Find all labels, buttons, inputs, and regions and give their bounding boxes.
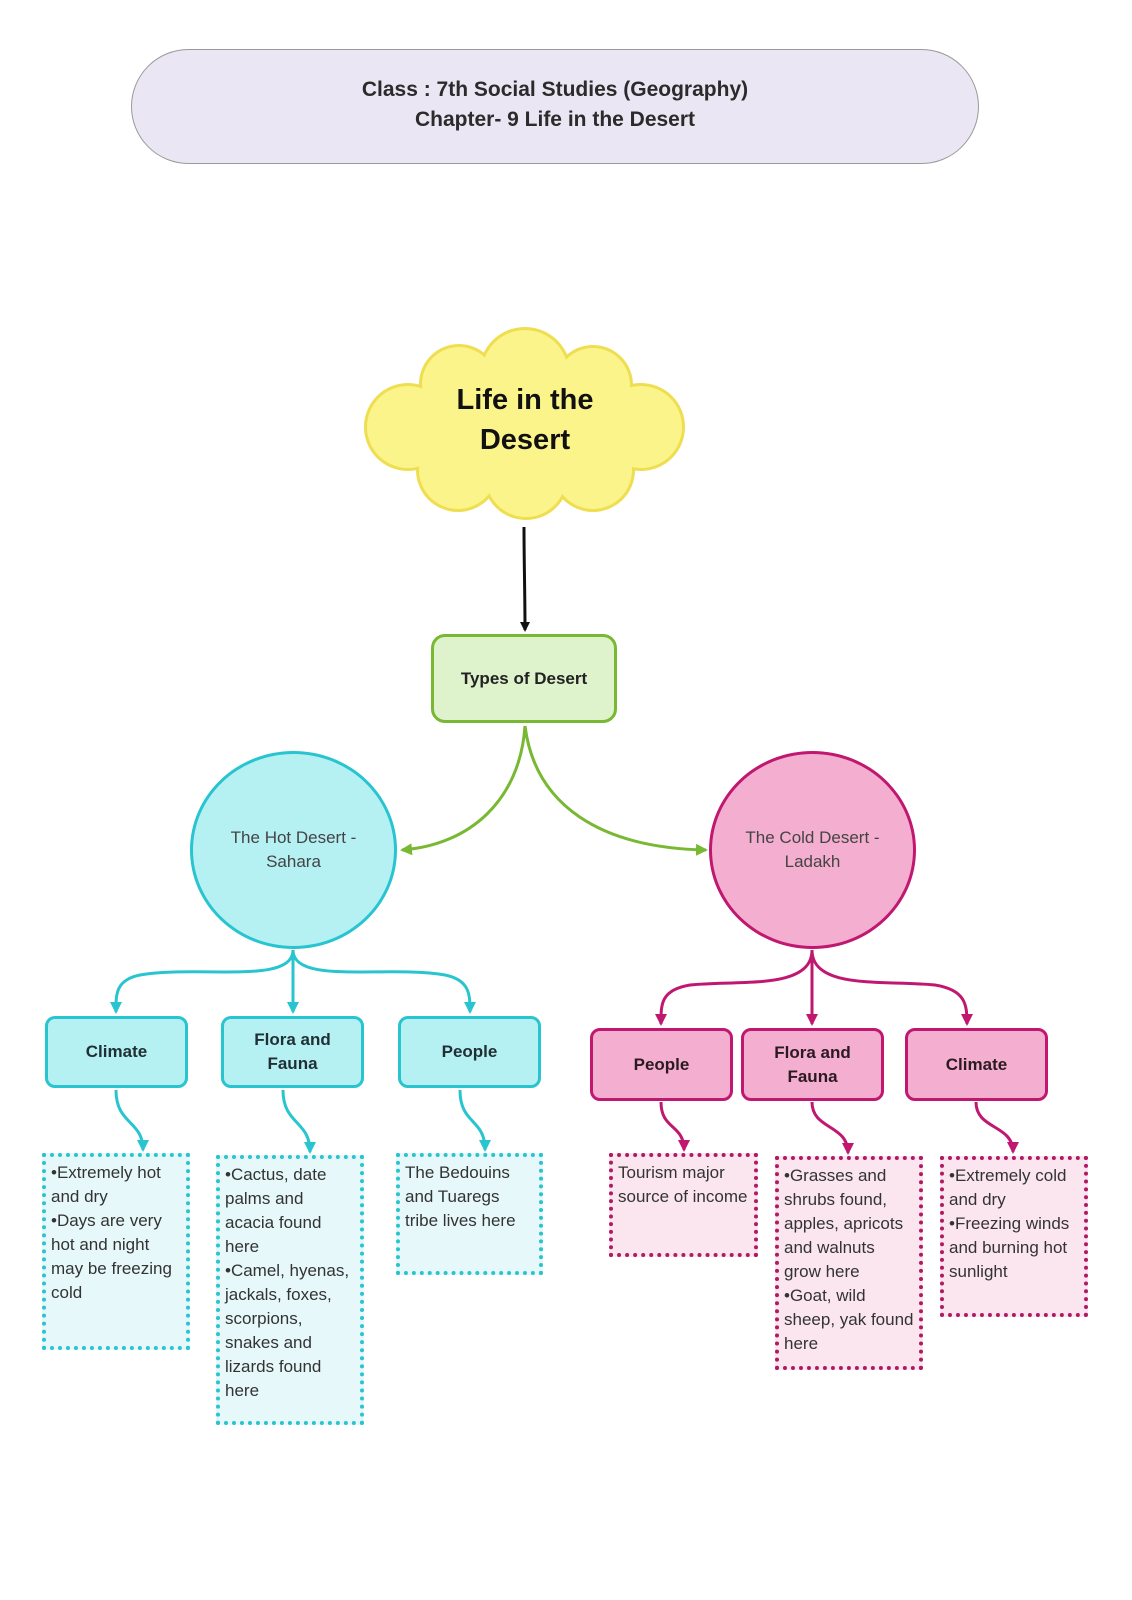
arrow-hot-flora-detail (281, 1089, 316, 1154)
arrow-cold-to-people (654, 949, 814, 1026)
hot-desert-node: The Hot Desert - Sahara (190, 751, 397, 949)
hot-people-details: The Bedouins and Tuaregs tribe lives her… (396, 1153, 543, 1275)
arrow-hot-to-climate (109, 949, 295, 1014)
cold-climate-label: Climate (945, 1054, 1008, 1074)
root-cloud (364, 327, 685, 520)
cold-people-label: People (633, 1054, 690, 1074)
hot-climate-details: •Extremely hot and dry •Days are very ho… (42, 1153, 190, 1350)
cold-people-text: Tourism major source of income (618, 1163, 748, 1206)
cold-desert-node: The Cold Desert - Ladakh (709, 751, 916, 949)
hot-people-node: People (398, 1016, 541, 1088)
arrow-cold-climate-detail (974, 1101, 1019, 1154)
root-label-line1: Life in the (456, 384, 594, 416)
cold-climate-node: Climate (905, 1028, 1048, 1101)
types-of-desert-node: Types of Desert (431, 634, 617, 723)
class-title: Class : 7th Social Studies (Geography) (361, 78, 749, 101)
arrow-cold-flora-detail (810, 1101, 854, 1155)
root-label: Life in the Desert (400, 380, 650, 460)
hot-climate-text: •Extremely hot and dry •Days are very ho… (51, 1163, 172, 1302)
title-banner: Class : 7th Social Studies (Geography) C… (131, 49, 979, 164)
hot-people-label: People (441, 1042, 498, 1061)
cold-flora-details: •Grasses and shrubs found, apples, apric… (775, 1156, 923, 1370)
hot-climate-node: Climate (45, 1016, 188, 1088)
hot-flora-label: Flora and Fauna (254, 1030, 331, 1073)
hot-people-text: The Bedouins and Tuaregs tribe lives her… (405, 1163, 516, 1230)
cold-people-details: Tourism major source of income (609, 1153, 758, 1257)
chapter-title: Chapter- 9 Life in the Desert (414, 108, 696, 131)
cold-flora-label: Flora and Fauna (774, 1042, 851, 1086)
arrow-cold-to-climate (810, 949, 973, 1026)
cold-flora-node: Flora and Fauna (741, 1028, 884, 1101)
cold-climate-details: •Extremely cold and dry •Freezing winds … (940, 1156, 1088, 1317)
cold-people-node: People (590, 1028, 733, 1101)
cold-flora-text: •Grasses and shrubs found, apples, apric… (784, 1166, 914, 1353)
types-of-desert-label: Types of Desert (460, 668, 588, 688)
cold-climate-text: •Extremely cold and dry •Freezing winds … (949, 1166, 1070, 1281)
cold-desert-label: The Cold Desert - Ladakh (745, 828, 880, 871)
arrow-hot-people-detail (458, 1089, 491, 1152)
hot-flora-details: •Cactus, date palms and acacia found her… (216, 1155, 364, 1425)
arrow-types-to-cold (523, 725, 708, 856)
root-label-line2: Desert (479, 424, 571, 456)
arrow-root-to-types (519, 526, 530, 632)
arrow-hot-to-people (291, 949, 476, 1014)
arrow-hot-climate-detail (114, 1089, 149, 1152)
hot-flora-node: Flora and Fauna (221, 1016, 364, 1088)
arrow-types-to-hot (400, 725, 527, 856)
hot-flora-text: •Cactus, date palms and acacia found her… (225, 1165, 350, 1400)
arrow-cold-people-detail (659, 1101, 690, 1152)
hot-climate-label: Climate (85, 1042, 148, 1061)
hot-desert-label: The Hot Desert - Sahara (230, 828, 357, 871)
